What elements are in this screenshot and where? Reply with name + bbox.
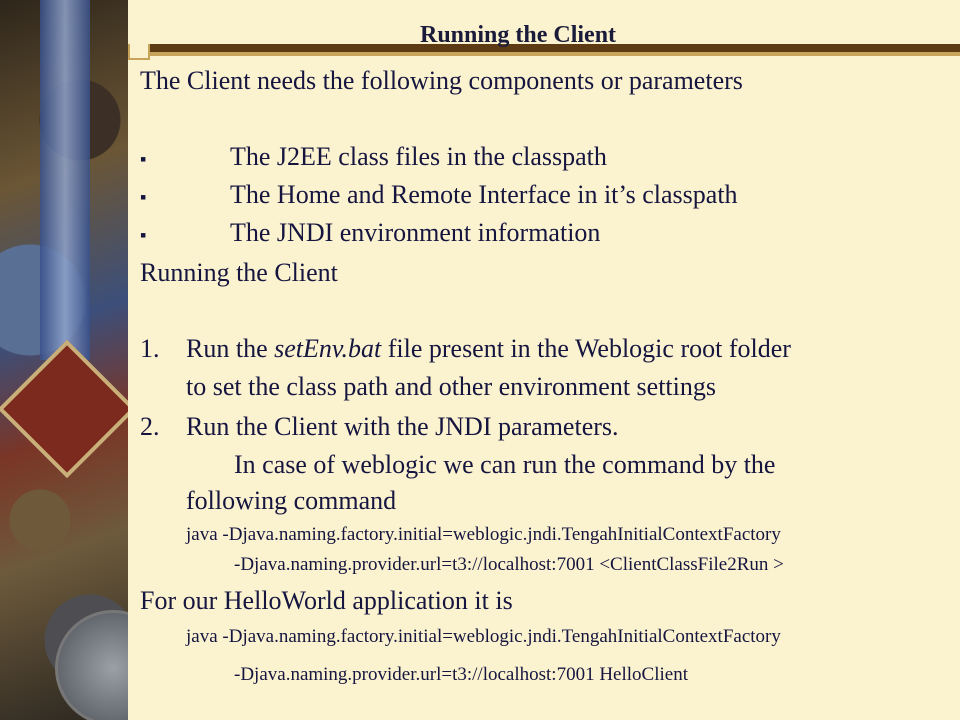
ribbon-graphic: [40, 0, 90, 360]
step-2-continuation: In case of weblogic we can run the comma…: [234, 450, 776, 479]
step-text: Run the Client with the JNDI parameters.: [186, 412, 619, 441]
bullet-item: ▪ The Home and Remote Interface in it’s c…: [140, 180, 738, 210]
bullet-text: The JNDI environment information: [230, 218, 601, 247]
step-2: 2. Run the Client with the JNDI parameter…: [140, 412, 619, 442]
step-1-continuation: to set the class path and other environm…: [186, 372, 716, 401]
bullet-text: The J2EE class files in the classpath: [230, 142, 607, 171]
title-divider-highlight: [128, 52, 960, 56]
step-1: 1. Run the setEnv.bat file present in the…: [140, 334, 791, 364]
divider-corner: [128, 44, 150, 60]
bullet-marker: ▪: [140, 186, 147, 207]
bullet-item: ▪ The JNDI environment information: [140, 218, 600, 248]
compass-graphic: [55, 610, 128, 720]
step-number: 2.: [140, 412, 160, 441]
section-heading: Running the Client: [140, 258, 338, 287]
step-2-continuation: following command: [186, 486, 397, 515]
title-divider: [128, 44, 960, 52]
bullet-marker: ▪: [140, 224, 147, 245]
file-name: setEnv.bat: [274, 334, 382, 363]
step-text-pre: Run the: [186, 334, 275, 363]
medal-graphic: [0, 339, 128, 479]
command-line: -Djava.naming.provider.url=t3://localhos…: [234, 554, 784, 575]
step-text-post: file present in the Weblogic root folder: [381, 334, 791, 363]
intro-text: The Client needs the following component…: [140, 66, 743, 95]
bullet-text: The Home and Remote Interface in it’s cl…: [230, 180, 738, 209]
helloworld-heading: For our HelloWorld application it is: [140, 586, 513, 615]
command-line: java -Djava.naming.factory.initial=weblo…: [186, 626, 781, 647]
decorative-medal-image: [0, 0, 128, 720]
command-line: java -Djava.naming.factory.initial=weblo…: [186, 524, 781, 545]
slide-title: Running the Client: [420, 22, 617, 48]
command-line: -Djava.naming.provider.url=t3://localhos…: [234, 664, 688, 685]
bullet-marker: ▪: [140, 148, 147, 169]
step-number: 1.: [140, 334, 160, 363]
bullet-item: ▪ The J2EE class files in the classpath: [140, 142, 607, 172]
